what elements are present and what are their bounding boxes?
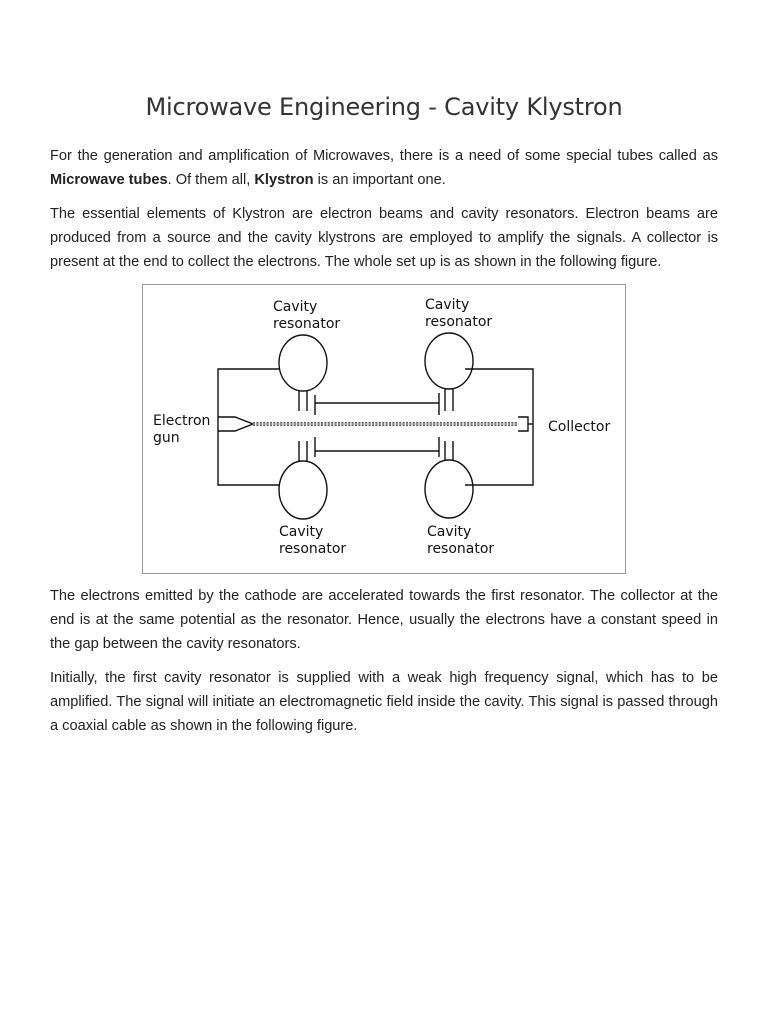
cavity-resonator-bottom-left xyxy=(278,460,328,520)
label-top-left-line1: Cavity xyxy=(273,299,317,315)
cavity-resonator-top-left xyxy=(278,334,328,392)
intro-bold-microwave-tubes: Microwave tubes xyxy=(50,172,168,188)
label-bottom-right-line2: resonator xyxy=(427,541,494,557)
klystron-diagram: Cavity resonator Cavity resonator Electr… xyxy=(153,297,610,557)
elements-paragraph: The essential elements of Klystron are e… xyxy=(50,206,718,270)
circuit-wire-left xyxy=(217,368,279,486)
cavity-resonator-bottom-right xyxy=(424,459,474,519)
cavity-resonator-top-right xyxy=(424,332,474,390)
intro-bold-klystron: Klystron xyxy=(254,172,314,188)
klystron-figure: Cavity resonator Cavity resonator Electr… xyxy=(142,284,626,574)
cathode-paragraph: The electrons emitted by the cathode are… xyxy=(50,588,718,652)
label-top-right-line1: Cavity xyxy=(425,297,469,313)
signal-paragraph: Initially, the first cavity resonator is… xyxy=(50,670,718,734)
electron-gun xyxy=(218,416,255,432)
label-top-left-line2: resonator xyxy=(273,316,340,332)
intro-text-c: is an important one. xyxy=(313,172,446,188)
label-electron-gun-line2: gun xyxy=(153,430,180,446)
intro-text-a: For the generation and amplification of … xyxy=(50,148,718,164)
intro-paragraph: For the generation and amplification of … xyxy=(50,144,718,192)
label-bottom-right-line1: Cavity xyxy=(427,524,471,540)
label-bottom-left-line1: Cavity xyxy=(279,524,323,540)
intro-text-b: . Of them all, xyxy=(167,172,255,188)
collector xyxy=(518,416,529,432)
label-collector: Collector xyxy=(548,419,610,435)
circuit-wire-right xyxy=(465,368,534,486)
label-top-right-line2: resonator xyxy=(425,314,492,330)
label-electron-gun-line1: Electron xyxy=(153,413,210,429)
label-bottom-left-line2: resonator xyxy=(279,541,346,557)
page-title: Microwave Engineering - Cavity Klystron xyxy=(145,93,623,121)
